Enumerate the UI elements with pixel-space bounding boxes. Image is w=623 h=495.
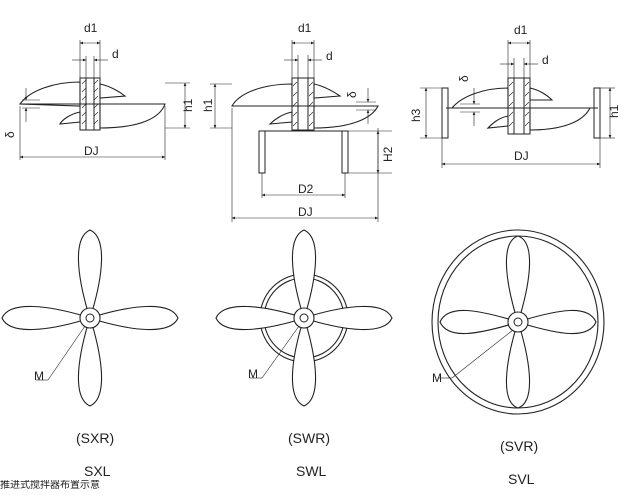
label-m: M [248, 367, 258, 381]
side-view-swr: d1 d h1 δ H2 D2 DJ [201, 21, 395, 222]
shaft-bore [85, 313, 95, 323]
side-view-sxr: d1 d h1 δ DJ [3, 21, 195, 160]
caption-swr: (SWR) [288, 430, 330, 446]
hub [507, 77, 531, 135]
hub-circle [293, 307, 315, 329]
dim-h1: h1 [607, 104, 621, 118]
hub-hatching [292, 81, 314, 127]
propeller-blades [1, 229, 179, 407]
footnote-text: 推进式搅拌器布置示意 [0, 480, 100, 490]
blade-left [231, 83, 293, 107]
dim-d: d [326, 49, 333, 63]
rim-left [441, 87, 449, 139]
dim-d2: D2 [298, 182, 314, 196]
caption-svl: SVL [508, 471, 535, 487]
caption-swl: SWL [296, 463, 327, 479]
caption-sxl: SXL [84, 463, 111, 479]
hub-hatching [508, 81, 530, 127]
blade-tip-upper [313, 83, 342, 99]
blade-tip-upper [529, 87, 554, 101]
blade-tip-upper [99, 83, 127, 99]
guard-ring-left [258, 130, 266, 174]
blade-left [450, 87, 509, 109]
dim-dj: DJ [84, 144, 99, 158]
hub-circle [79, 307, 101, 329]
shaft-bore [299, 313, 309, 323]
dim-h3: h3 [409, 108, 423, 122]
dim-d1: d1 [514, 23, 528, 37]
rim-right [593, 87, 601, 139]
shaft-bore [513, 317, 523, 327]
dim-h2: H2 [381, 146, 395, 162]
guard-ring-right [341, 130, 349, 174]
side-view-svr: d1 d δ h3 h1 DJ [409, 23, 621, 168]
blade-right [99, 103, 166, 129]
label-m: M [432, 371, 442, 385]
hub-hatching [81, 79, 99, 125]
caption-svr: (SVR) [500, 438, 538, 454]
label-m: M [34, 369, 44, 383]
top-view-sxr [1, 229, 179, 407]
propeller-blades [439, 235, 597, 409]
top-view-swr [215, 229, 393, 407]
dim-h1: h1 [201, 98, 215, 112]
dim-d1: d1 [84, 21, 98, 35]
blade-tip-lower [59, 111, 81, 125]
caption-sxr: (SXR) [76, 430, 114, 446]
dim-d: d [112, 47, 119, 61]
blade-right [529, 107, 591, 131]
blade-tip-lower [486, 115, 509, 129]
dim-dj: DJ [514, 149, 529, 163]
dim-d: d [542, 53, 549, 67]
blade-tip-lower [268, 111, 293, 125]
blade-right [313, 105, 379, 129]
dim-h1: h1 [181, 98, 195, 112]
propeller-blades [215, 229, 393, 407]
vessel-rim-outer [431, 229, 605, 415]
dim-d1: d1 [298, 21, 312, 35]
dim-delta: δ [345, 91, 359, 98]
dim-dj: DJ [298, 205, 313, 219]
hub-circle [507, 311, 529, 333]
dim-delta: δ [457, 75, 471, 82]
dim-delta: δ [3, 131, 17, 138]
top-view-svr [431, 229, 605, 415]
blade-left [18, 81, 81, 107]
